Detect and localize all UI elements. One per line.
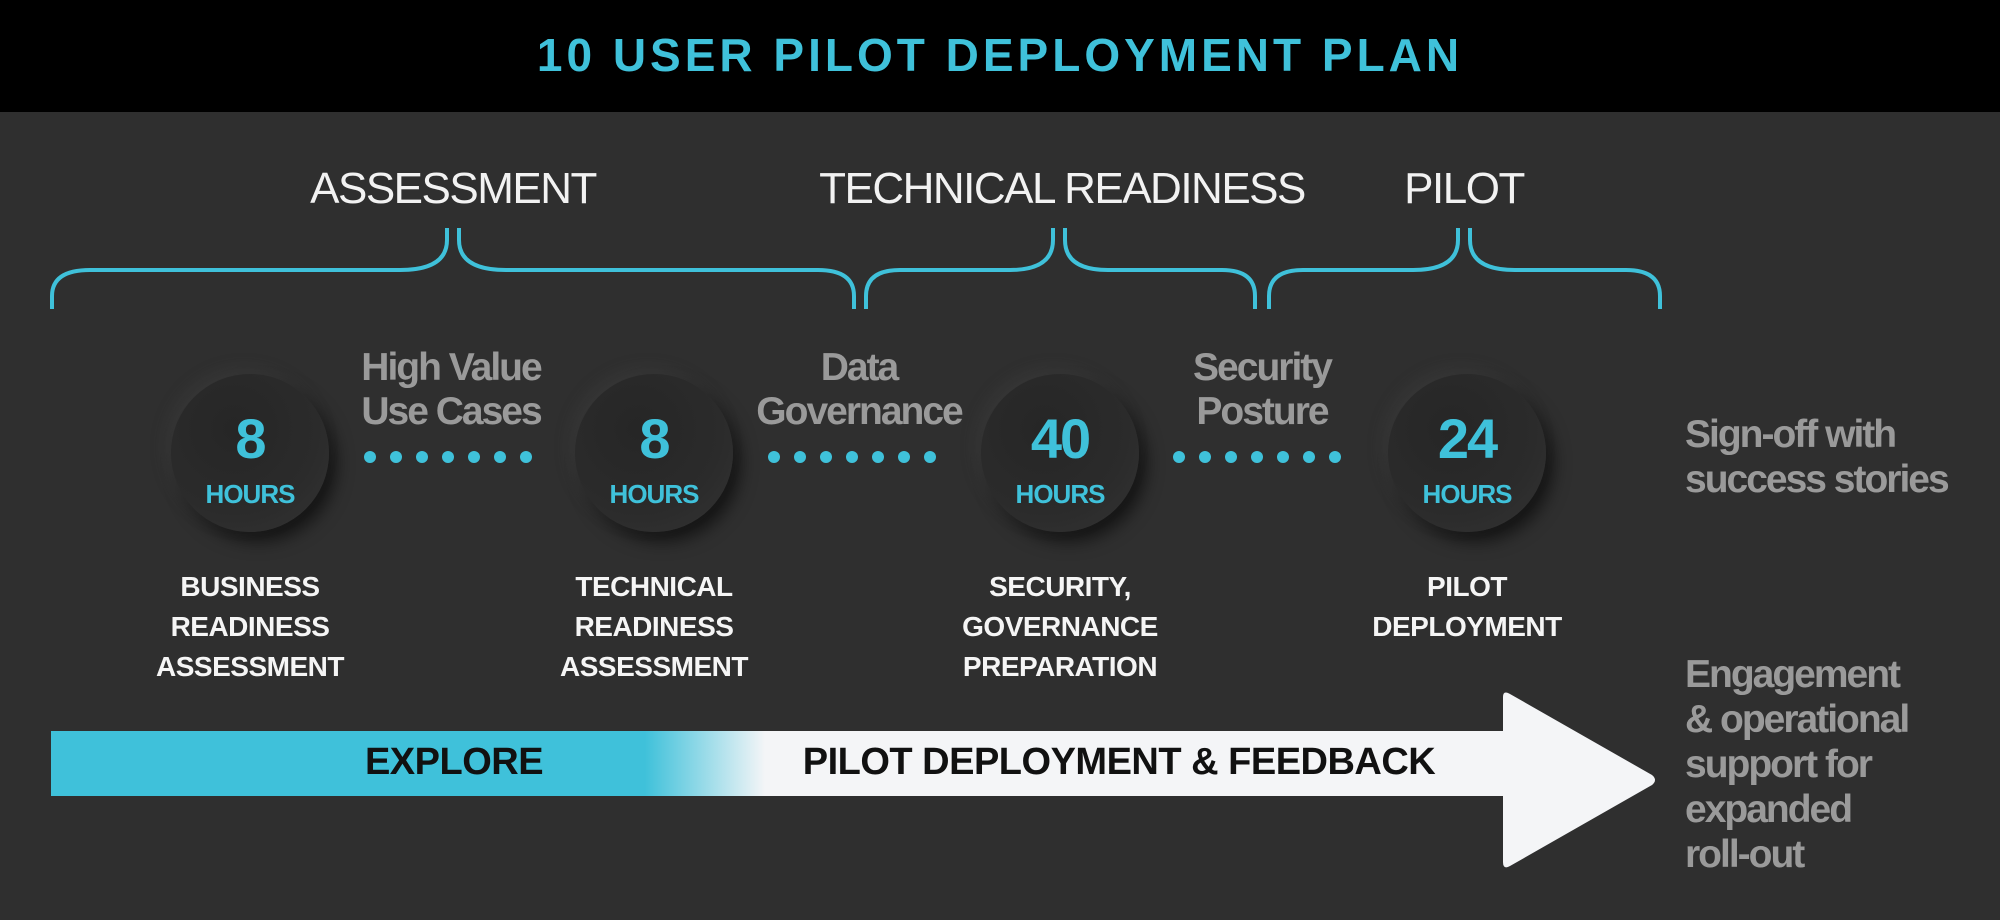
outcome-line: Engagement (1685, 653, 1901, 696)
brace-technical-readiness (864, 228, 1257, 309)
arrow-label-explore: EXPLORE (364, 741, 544, 783)
step-4-label: PILOT DEPLOYMENT (1337, 567, 1597, 647)
label-line: TECHNICAL (575, 571, 733, 602)
step-4-hours-circle: 24 HOURS (1388, 374, 1546, 532)
connector-line: Use Cases (361, 390, 542, 433)
connector-data-governance: Data Governance (729, 346, 989, 434)
dot (1251, 451, 1263, 463)
outcome-line: Sign-off with (1685, 413, 1897, 456)
dot (1225, 451, 1237, 463)
dot (364, 451, 376, 463)
dot (846, 451, 858, 463)
connector-security-posture: Security Posture (1132, 346, 1392, 434)
dotted-connector-2 (768, 451, 936, 463)
dot (390, 451, 402, 463)
step-1-label: BUSINESS READINESS ASSESSMENT (120, 567, 380, 687)
label-line: GOVERNANCE (962, 611, 1158, 642)
dotted-connector-3 (1173, 451, 1341, 463)
title-bar: 10 USER PILOT DEPLOYMENT PLAN (0, 0, 2000, 112)
dot (794, 451, 806, 463)
connector-high-value-use-cases: High Value Use Cases (321, 346, 581, 434)
hours-value: 8 (235, 407, 266, 470)
connector-line: Governance (756, 390, 963, 433)
dot (1329, 451, 1341, 463)
connector-line: Data (820, 346, 900, 389)
label-line: DEPLOYMENT (1372, 611, 1562, 642)
hours-value: 40 (1030, 407, 1091, 470)
brace-pilot (1267, 228, 1662, 309)
hours-value: 24 (1437, 407, 1498, 470)
outcome-line: expanded (1685, 788, 1853, 831)
label-line: READINESS (574, 611, 734, 642)
dot (494, 451, 506, 463)
step-3-label: SECURITY, GOVERNANCE PREPARATION (930, 567, 1190, 687)
phase-pilot: PILOT (1404, 164, 1525, 213)
dot (768, 451, 780, 463)
connector-line: High Value (361, 346, 542, 389)
outcome-line: & operational (1685, 698, 1910, 741)
arrow-label-pilot-feedback: PILOT DEPLOYMENT & FEEDBACK (802, 741, 1436, 783)
dot (1303, 451, 1315, 463)
outcome-line: support for (1685, 743, 1873, 786)
dotted-connector-1 (364, 451, 532, 463)
dot (898, 451, 910, 463)
step-2-hours-circle: 8 HOURS (575, 374, 733, 532)
label-line: SECURITY, (989, 571, 1131, 602)
brace-assessment (50, 228, 856, 309)
step-2-label: TECHNICAL READINESS ASSESSMENT (524, 567, 784, 687)
dot (1173, 451, 1185, 463)
hours-unit: HOURS (1422, 479, 1513, 509)
step-1-hours-circle: 8 HOURS (171, 374, 329, 532)
dot (1277, 451, 1289, 463)
phase-technical-readiness: TECHNICAL READINESS (819, 164, 1306, 213)
hours-unit: HOURS (609, 479, 700, 509)
outcome-line: success stories (1685, 458, 1950, 501)
dot (924, 451, 936, 463)
page-title: 10 USER PILOT DEPLOYMENT PLAN (536, 29, 1464, 81)
hours-value: 8 (639, 407, 670, 470)
label-line: ASSESSMENT (156, 651, 344, 682)
step-3-hours-circle: 40 HOURS (981, 374, 1139, 532)
hours-unit: HOURS (1015, 479, 1106, 509)
phase-assessment: ASSESSMENT (310, 164, 597, 213)
dot (520, 451, 532, 463)
label-line: BUSINESS (180, 571, 320, 602)
dot (820, 451, 832, 463)
dot (1199, 451, 1211, 463)
label-line: ASSESSMENT (560, 651, 748, 682)
connector-line: Posture (1196, 390, 1329, 433)
outcome-engagement: Engagement & operational support for exp… (1685, 652, 1910, 877)
hours-unit: HOURS (205, 479, 296, 509)
dot (872, 451, 884, 463)
label-line: READINESS (170, 611, 330, 642)
outcome-sign-off: Sign-off with success stories (1685, 412, 1950, 502)
label-line: PILOT (1427, 571, 1507, 602)
dot (416, 451, 428, 463)
connector-line: Security (1193, 346, 1333, 389)
outcome-line: roll-out (1685, 833, 1805, 876)
dot (442, 451, 454, 463)
label-line: PREPARATION (962, 651, 1158, 682)
dot (468, 451, 480, 463)
